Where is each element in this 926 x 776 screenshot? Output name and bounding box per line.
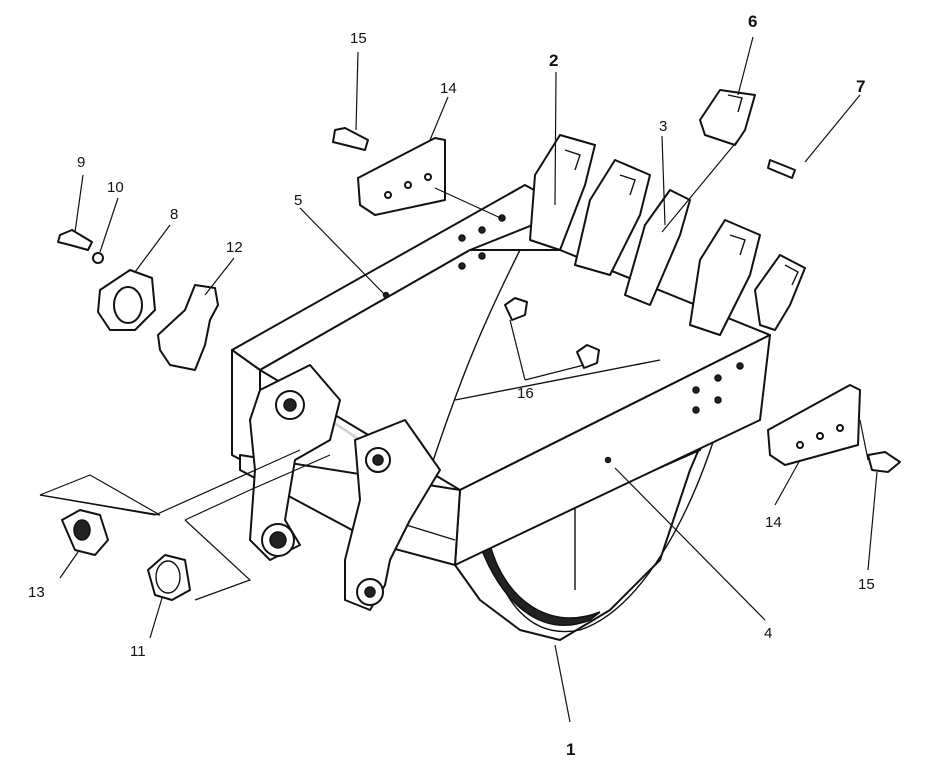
callout-4: 4	[764, 625, 772, 642]
callout-6: 6	[748, 12, 757, 31]
callout-5: 5	[294, 192, 302, 209]
callout-16: 16	[517, 385, 534, 402]
callout-10: 10	[107, 179, 124, 196]
bolts	[332, 127, 901, 473]
callout-14-right: 14	[765, 514, 782, 531]
side-plate-holes	[382, 214, 744, 464]
callout-9: 9	[77, 154, 85, 171]
loose-tooth	[699, 89, 796, 179]
nuts	[504, 297, 600, 369]
callout-15-top: 15	[350, 30, 367, 47]
callout-13: 13	[28, 584, 45, 601]
side-cutters	[357, 137, 861, 466]
callout-1: 1	[566, 740, 575, 759]
bucket-teeth	[529, 134, 806, 336]
leader-lines	[39, 36, 878, 723]
callout-14-top: 14	[440, 80, 457, 97]
callout-8: 8	[170, 206, 178, 223]
pin-parts	[57, 229, 219, 601]
callout-12: 12	[226, 239, 243, 256]
callout-11: 11	[130, 643, 146, 660]
callout-2: 2	[549, 51, 558, 70]
callout-15-right: 15	[858, 576, 875, 593]
callouts: 1 2 3 4 5 6 7 8 9 10 11 12 13 14 14 15 1…	[28, 12, 875, 759]
mounting-ears	[249, 364, 441, 611]
callout-3: 3	[659, 118, 667, 135]
callout-7: 7	[856, 77, 865, 96]
